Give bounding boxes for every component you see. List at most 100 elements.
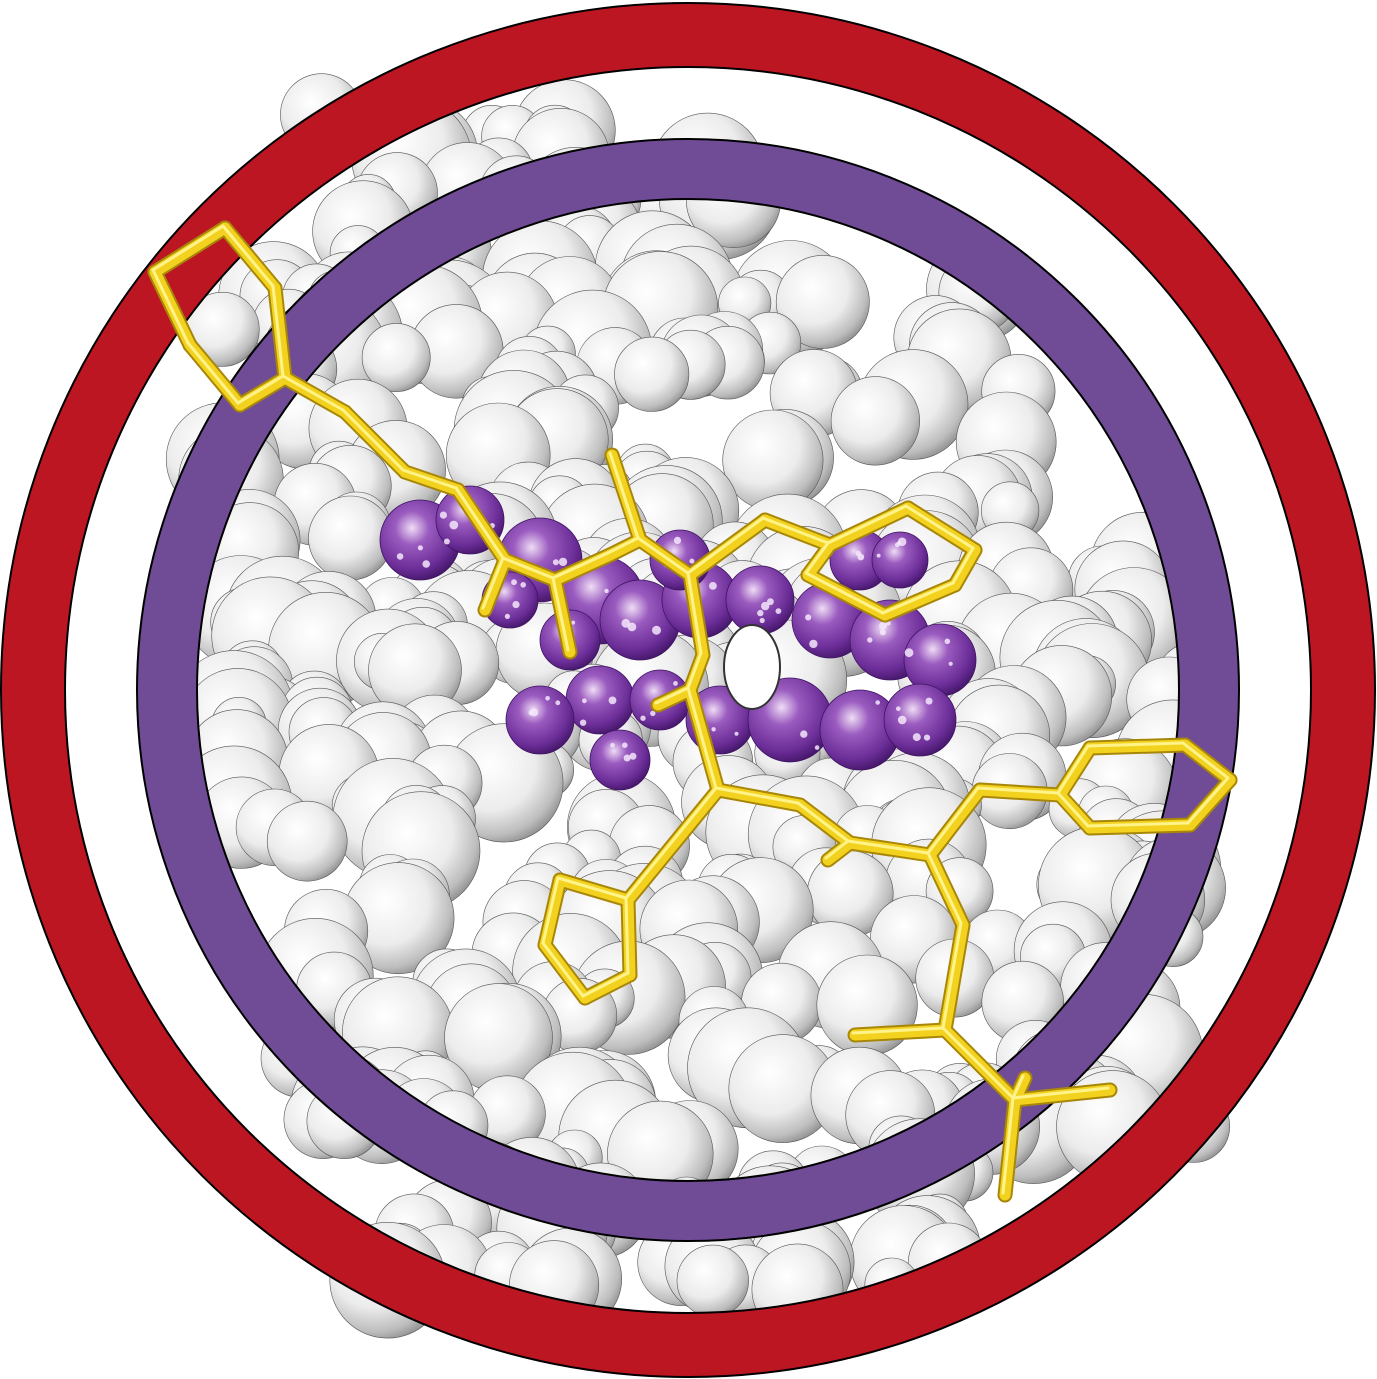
ligand-bond	[604, 534, 646, 561]
pocket-highlight	[896, 706, 901, 711]
ligand-bond-highlight	[1056, 791, 1090, 828]
ligand-bond-highlight	[454, 486, 505, 560]
pocket-highlight	[604, 588, 609, 594]
ligand-bond-highlight	[846, 839, 930, 855]
ligand-bond-highlight	[1011, 1086, 1110, 1100]
ligand-bond-highlight	[796, 801, 850, 843]
ligand-bond-highlight	[608, 451, 640, 540]
ligand-bond-highlight	[881, 581, 955, 615]
ligand-bond-highlight	[151, 268, 190, 345]
ligand-bond-highlight	[686, 516, 765, 575]
ligand-bond-highlight	[501, 556, 555, 580]
surface-atom	[830, 376, 921, 466]
ligand-bond	[822, 837, 856, 866]
ligand-bond-highlight	[624, 786, 718, 900]
ligand-bond	[684, 514, 771, 581]
pocket-cavity	[723, 624, 781, 710]
pocket-highlight	[800, 730, 808, 738]
ligand-bond-highlight	[976, 786, 1060, 795]
surface-atom	[722, 409, 824, 511]
pocket-highlight	[923, 734, 931, 741]
pocket-highlight	[396, 553, 404, 560]
ligand-bond-highlight	[581, 971, 630, 998]
pocket-highlight	[904, 648, 914, 658]
ligand-bond	[579, 969, 636, 1004]
ligand-bond	[149, 222, 231, 278]
ligand-bond	[479, 554, 511, 616]
ligand-bond	[1009, 1084, 1116, 1106]
ligand-bond-highlight	[761, 516, 830, 545]
pocket-highlight	[582, 698, 587, 704]
pocket-highlight	[622, 742, 628, 748]
pocket-highlight	[652, 625, 661, 635]
ligand-bond-highlight	[551, 576, 570, 652]
pocket-highlight	[512, 601, 520, 609]
ligand-bond-highlight	[1086, 741, 1185, 748]
pocket-highlight	[757, 609, 764, 617]
ligand-bond	[1054, 742, 1096, 801]
pocket-highlight	[571, 620, 576, 625]
ligand-bond-highlight	[1086, 821, 1190, 828]
pocket-highlight	[897, 715, 907, 725]
ligand-bond-highlight	[624, 896, 630, 975]
ligand-bond-highlight	[551, 551, 610, 580]
pocket-highlight	[545, 696, 550, 701]
ligand-bond	[684, 569, 709, 661]
ligand-bond	[622, 784, 724, 906]
pocket-highlight	[511, 579, 517, 586]
pocket-highlight	[879, 629, 886, 636]
ligand-bond-highlight	[151, 224, 225, 272]
ligand-bond	[999, 1094, 1021, 1201]
ligand-bond	[802, 539, 836, 581]
pocket-highlight	[775, 608, 782, 614]
ligand-stick-model	[147, 220, 1238, 1203]
pocket-atom	[725, 565, 795, 635]
ligand-bond-highlight	[271, 284, 285, 378]
pocket-highlight	[809, 639, 818, 649]
ligand-bond	[539, 874, 566, 951]
ligand-bond-highlight	[804, 541, 830, 575]
surface-atom	[676, 1244, 749, 1317]
ligand-bond-highlight	[714, 786, 800, 805]
pocket-atom	[505, 685, 575, 755]
pocket-highlight	[422, 560, 431, 568]
ligand-bond-highlight	[654, 686, 690, 705]
ligand-bond	[1084, 819, 1196, 834]
pocket-highlight	[897, 541, 902, 546]
surface-atom	[266, 800, 348, 882]
ligand-bond-highlight	[401, 468, 458, 490]
ligand-bond	[684, 649, 709, 696]
pocket-highlight	[579, 719, 587, 726]
pocket-highlight	[449, 520, 459, 530]
pocket-highlight	[944, 638, 951, 645]
pocket-highlight	[673, 536, 682, 545]
pocket-highlight	[528, 709, 535, 716]
ligand-bond	[712, 784, 806, 811]
ligand-bond-highlight	[1056, 744, 1090, 795]
ligand-bond	[652, 684, 696, 711]
pocket-highlight	[767, 598, 774, 606]
pocket-atom	[589, 729, 651, 791]
ligand-bond	[939, 919, 969, 1036]
pocket-atom	[565, 665, 635, 735]
ligand-bond-highlight	[826, 504, 908, 545]
pocket-highlight	[673, 681, 678, 686]
ligand-bond-highlight	[941, 921, 963, 1030]
ligand-bond	[269, 282, 291, 384]
pocket-highlight	[558, 557, 568, 567]
ligand-bond-highlight	[281, 374, 345, 412]
pocket-highlight	[759, 617, 765, 624]
ligand-bond-highlight	[951, 546, 975, 585]
ligand-bond-highlight	[636, 536, 690, 575]
ligand-bond-highlight	[541, 941, 585, 998]
pocket-atom	[883, 683, 957, 757]
ligand-bond-highlight	[926, 786, 980, 855]
ligand-bond	[879, 579, 961, 621]
ligand-bond-highlight	[606, 536, 640, 555]
ligand-bond-highlight	[481, 556, 505, 610]
pocket-highlight	[629, 752, 637, 760]
pocket-highlight	[867, 637, 873, 643]
ligand-bond-highlight	[941, 1026, 1015, 1100]
ligand-bond-highlight	[541, 876, 560, 945]
